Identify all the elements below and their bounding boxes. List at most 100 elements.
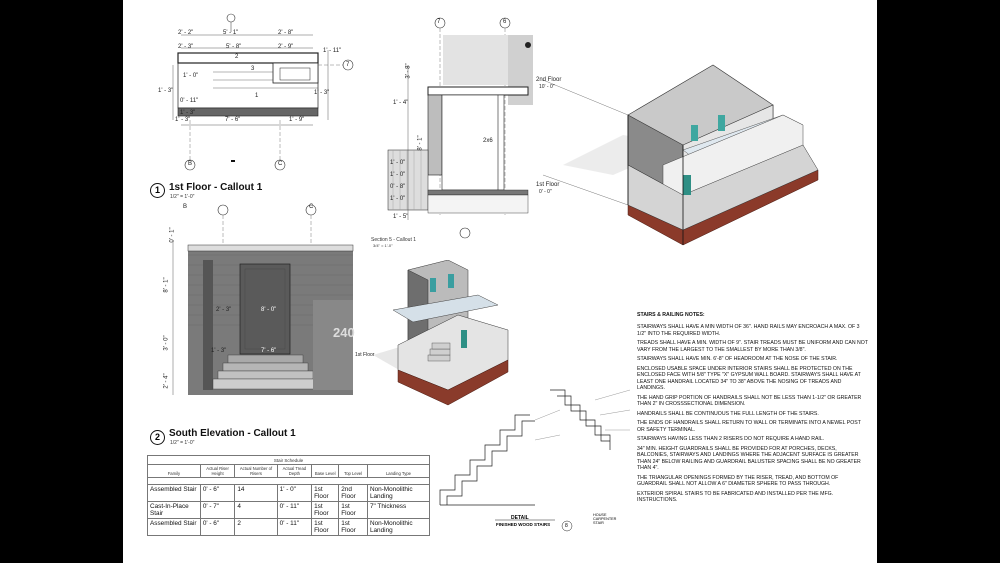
level-label: 2nd Floor <box>536 77 562 83</box>
floor-plan-drawing <box>172 13 354 171</box>
level-value: 0' - 0" <box>539 189 552 195</box>
dim-text: 1' - 9" <box>289 117 305 123</box>
stair-detail-drawing <box>439 389 631 532</box>
dim-text: 8' - 1" <box>163 277 170 293</box>
detail-side-note: HOUSE CARPENTER STAIR <box>593 513 617 525</box>
note-item: STAIRWAYS SHALL HAVE MIN. 6'-8" OF HEADR… <box>637 356 838 363</box>
table-cell: 0' - 6" <box>199 484 236 502</box>
table-cell: Non-Monolithic Landing <box>366 484 431 502</box>
detail-title: DETAIL <box>511 515 529 521</box>
dim-text: 0' - 11" <box>180 98 199 104</box>
grid-label: B <box>188 161 193 167</box>
dim-text: 8' - 1" <box>417 135 424 151</box>
level-value: 10' - 0" <box>539 84 555 90</box>
note-item: THE ENDS OF HANDRAILS SHALL RETURN TO WA… <box>637 420 861 433</box>
dim-text: 2' - 3" <box>216 307 232 313</box>
schedule-caption: Stair Schedule <box>147 455 430 465</box>
dim-text: 7' - 6" <box>225 117 241 123</box>
detail-subtitle: FINISHED WOOD STAIRS <box>496 522 551 527</box>
table-cell: 14 <box>234 484 278 502</box>
table-cell: Non-Monolithic Landing <box>366 518 431 536</box>
table-header: Actual Riser Height <box>199 464 236 478</box>
table-cell: 1st Floor <box>311 501 340 519</box>
table-cell: 1st Floor <box>311 518 340 536</box>
table-cell: 7" Thickness <box>366 501 431 519</box>
dim-text: 1' - 3" <box>158 88 174 94</box>
grid-label: 7 <box>437 19 441 25</box>
view-number: 1 <box>150 183 165 198</box>
table-row: Cast-In-Place Stair 0' - 7" 4 0' - 11" 1… <box>147 501 431 519</box>
table-header: Family <box>147 464 201 478</box>
grid-label: C <box>309 204 314 210</box>
dim-text: 1' - 3" <box>314 90 330 96</box>
axonometric-view-main <box>542 64 819 246</box>
dim-text: 1' - 0" <box>390 196 406 202</box>
dim-text: 1' - 0" <box>183 73 199 79</box>
table-header: Landing Type <box>366 464 431 478</box>
table-cell: Assembled Stair <box>147 518 201 536</box>
table-cell: 2nd Floor <box>338 484 368 502</box>
grid-label: C <box>278 161 283 167</box>
room-tag: 3 <box>251 66 255 72</box>
note-item: 34" MIN. HEIGHT GUARDRAILS SHALL BE PROV… <box>637 446 861 472</box>
section-callout-scale: 3/4" = 1'-0" <box>373 243 393 248</box>
table-header: Actual Number of Risers <box>234 464 278 478</box>
elevation-drawing <box>172 204 354 395</box>
table-cell: 1st Floor <box>338 501 368 519</box>
dim-text: 7' - 6" <box>261 348 277 354</box>
notes-heading: STAIRS & RAILING NOTES: <box>637 312 705 318</box>
table-cell: 0' - 11" <box>276 518 313 536</box>
note-item: HANDRAILS SHALL BE CONTINUOUS THE FULL L… <box>637 410 819 417</box>
table-cell: 0' - 6" <box>199 518 236 536</box>
room-tag: 2 <box>235 54 239 60</box>
note-item: STAIRWAYS SHALL HAVE A MIN WIDTH OF 36".… <box>637 324 860 337</box>
view-number: 2 <box>150 430 165 445</box>
table-header: Base Level <box>311 464 340 478</box>
dim-text: 1' - 3" <box>211 348 227 354</box>
note-item: EXTERIOR SPIRAL STAIRS TO BE FABRICATED … <box>637 490 834 504</box>
dim-text: 2' - 2" <box>178 30 194 36</box>
dim-text: 1' - 3" <box>180 110 196 116</box>
table-cell: 1st Floor <box>338 518 368 536</box>
note-item: ENCLOSED USABLE SPACE UNDER INTERIOR STA… <box>637 366 861 392</box>
dim-text: 2' - 8" <box>278 30 294 36</box>
detail-number: 8 <box>565 523 568 529</box>
section-callout-label: Section 5 - Callout 1 <box>371 237 417 243</box>
dim-text: 2' - 4" <box>163 373 170 389</box>
drawing-sheet: 2' - 2" 5' - 1" 2' - 8" 2' - 3" 5' - 8" … <box>123 0 877 563</box>
table-cell: 2 <box>234 518 278 536</box>
dim-text: 1' - 0" <box>390 160 406 166</box>
table-row: Assembled Stair 0' - 6" 14 1' - 0" 1st F… <box>147 484 431 502</box>
note-item: STAIRWAYS HAVING LESS THAN 2 RISERS DO N… <box>637 436 825 443</box>
dim-text: 3' - 8" <box>405 63 412 79</box>
view-scale: 1/2" = 1'-0" <box>170 194 195 200</box>
table-cell: 1st Floor <box>311 484 340 502</box>
house-number: 240 <box>333 325 355 340</box>
view-scale: 1/2" = 1'-0" <box>170 440 195 446</box>
stair-schedule-table: Stair Schedule Family Actual Riser Heigh… <box>147 455 431 536</box>
table-cell: 4 <box>234 501 278 519</box>
section-drawing <box>387 17 533 239</box>
axonometric-view-stair <box>373 260 509 406</box>
dim-text: 1' - 3" <box>175 117 191 123</box>
dim-text: 8' - 0" <box>261 307 277 313</box>
dim-text: 5' - 1" <box>223 30 239 36</box>
dim-text: 2' - 9" <box>278 44 294 50</box>
view-title: 1st Floor - Callout 1 <box>169 182 263 193</box>
table-cell: Cast-In-Place Stair <box>147 501 201 519</box>
dim-text: 1' - 0" <box>390 172 406 178</box>
dim-text: 3' - 0" <box>163 335 170 351</box>
view-title: South Elevation - Callout 1 <box>169 428 296 439</box>
table-header: Actual Tread Depth <box>276 464 313 478</box>
note-item: THE HAND GRIP PORTION OF HANDRAILS SHALL… <box>637 394 862 408</box>
table-header: Top Level <box>338 464 368 478</box>
dim-text: 0' - 1" <box>169 227 176 243</box>
dim-text: 0' - 8" <box>390 184 406 190</box>
table-cell: 0' - 11" <box>276 501 313 519</box>
grid-label: B <box>183 204 188 210</box>
grid-label: 7 <box>346 62 350 68</box>
table-cell: 1' - 0" <box>276 484 313 502</box>
table-row: Assembled Stair 0' - 6" 2 0' - 11" 1st F… <box>147 518 431 536</box>
level-label: 1st Floor <box>536 182 560 188</box>
section-note: 2x6 <box>483 138 493 144</box>
